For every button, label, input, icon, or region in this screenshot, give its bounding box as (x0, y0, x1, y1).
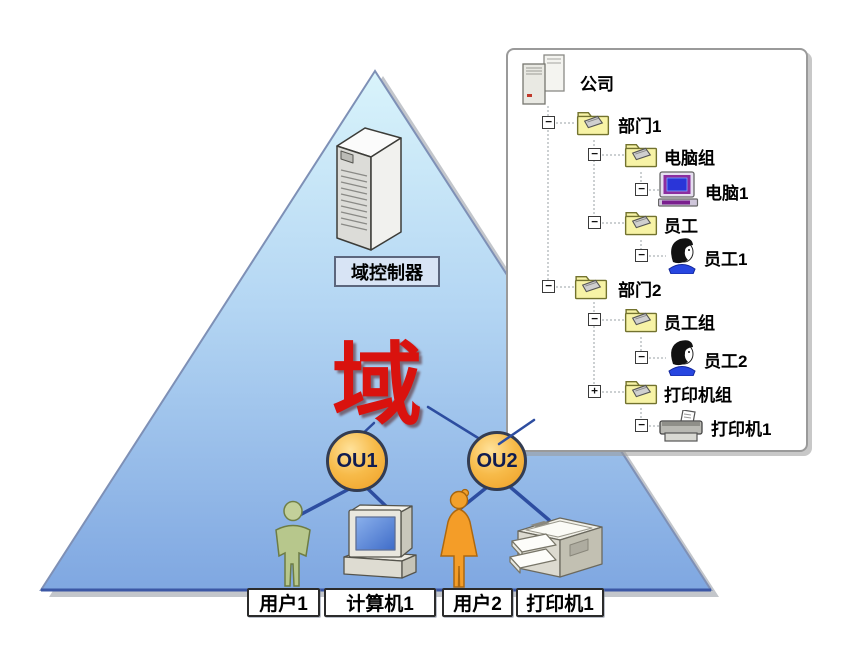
folder-icon (574, 273, 608, 300)
tree-item-label[interactable]: 员工2 (704, 352, 748, 371)
directory-tree-panel: 公司 − 部门1 − 电脑组 − 电脑1 − 员工 − 员工1 − 部门2 − … (506, 48, 808, 452)
printer-icon (658, 410, 704, 442)
expand-toggle[interactable]: − (635, 183, 648, 196)
ou2-circle: OU2 (467, 431, 527, 491)
printer1-label: 打印机1 (516, 588, 604, 617)
user1-icon (275, 500, 311, 587)
ou1-circle: OU1 (326, 430, 388, 492)
computer1-icon (343, 504, 417, 579)
folder-icon (624, 306, 658, 333)
expand-toggle[interactable]: − (635, 249, 648, 262)
expand-toggle[interactable]: − (635, 419, 648, 432)
expand-toggle[interactable]: − (588, 313, 601, 326)
expand-toggle[interactable]: − (635, 351, 648, 364)
expand-toggle[interactable]: − (542, 116, 555, 129)
tree-item-label[interactable]: 打印机组 (664, 386, 732, 405)
tree-item-label[interactable]: 员工组 (664, 314, 715, 333)
organization-servers-icon (516, 54, 570, 106)
tree-item-label[interactable]: 员工1 (704, 250, 748, 269)
user2-label: 用户2 (442, 588, 513, 617)
expand-toggle[interactable]: − (588, 216, 601, 229)
user1-label: 用户1 (247, 588, 320, 617)
computer-icon (658, 171, 700, 207)
domain-label: 域 (332, 332, 422, 438)
folder-icon (624, 141, 658, 168)
tree-item-label[interactable]: 部门2 (618, 281, 662, 300)
expand-toggle[interactable]: − (542, 280, 555, 293)
domain-controller-label: 域控制器 (334, 256, 440, 287)
printer1-icon (509, 517, 603, 578)
tree-item-label[interactable]: 电脑组 (664, 149, 715, 168)
tree-item-label[interactable]: 打印机1 (711, 420, 772, 439)
tree-item-label[interactable]: 电脑1 (705, 184, 749, 203)
folder-icon (624, 378, 658, 405)
folder-icon (576, 109, 610, 136)
person-icon (666, 338, 698, 376)
folder-icon (624, 209, 658, 236)
computer1-label: 计算机1 (324, 588, 436, 617)
expand-toggle[interactable]: + (588, 385, 601, 398)
user2-icon (440, 488, 478, 588)
tree-root-label[interactable]: 公司 (580, 75, 614, 94)
domain-controller-icon (336, 127, 402, 251)
person-icon (666, 236, 698, 274)
tree-item-label[interactable]: 部门1 (618, 117, 662, 136)
tree-item-label[interactable]: 员工 (664, 217, 698, 236)
expand-toggle[interactable]: − (588, 148, 601, 161)
